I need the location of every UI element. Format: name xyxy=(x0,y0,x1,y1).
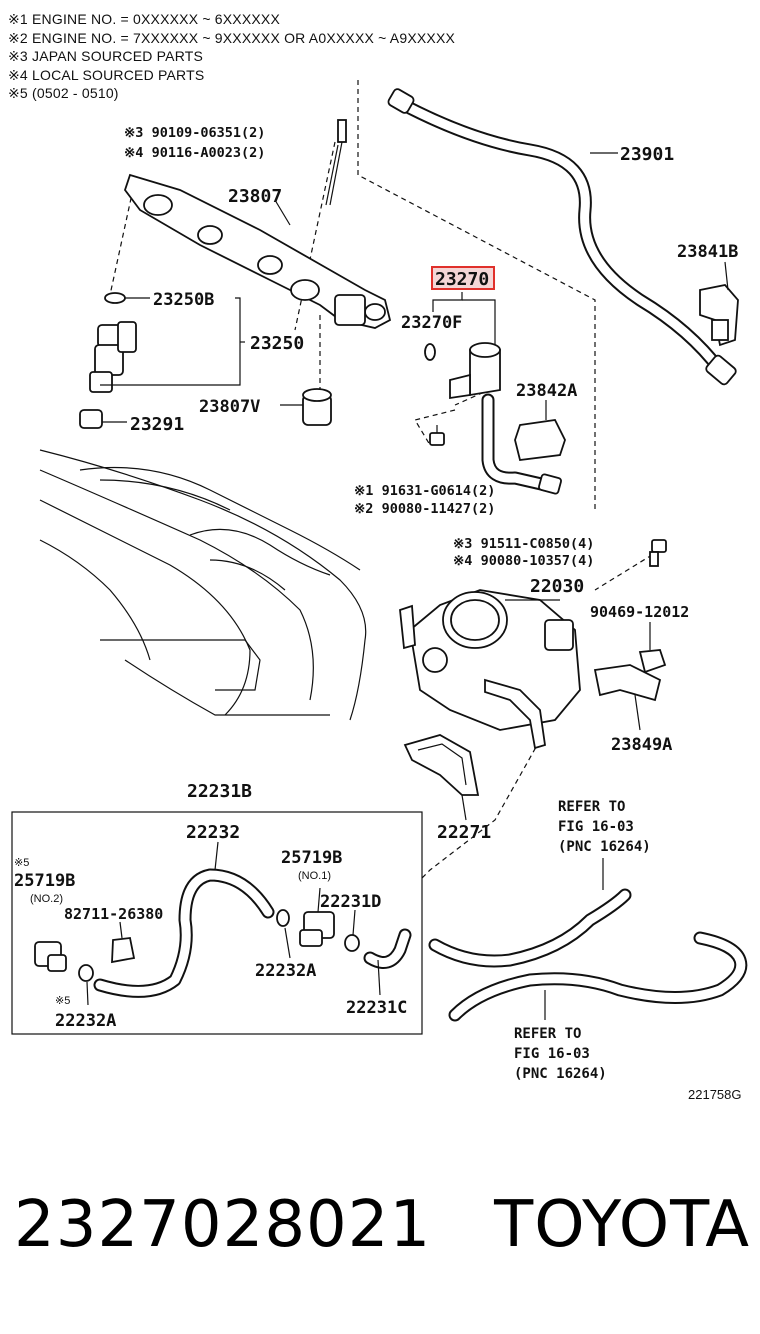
part-number: 2327028021 xyxy=(14,1188,432,1262)
exploded-view-drawing: 23901 23841B 23807 23250B 23250 23807V 2… xyxy=(11,80,748,1082)
label-90080-10357: ※4 90080-10357(4) xyxy=(453,553,594,569)
bolt-90109 xyxy=(325,119,347,206)
bracket-23849a xyxy=(593,664,662,702)
gasket-22271 xyxy=(403,734,480,796)
label-90469: 90469-12012 xyxy=(590,603,689,621)
vsv-25719b-no1 xyxy=(299,911,335,947)
label-22030: 22030 xyxy=(530,576,584,597)
o-ring-23270f xyxy=(424,343,436,361)
clip-82711 xyxy=(111,937,136,964)
engine-block-outline xyxy=(39,449,367,721)
note-2: ※2 ENGINE NO. = 7XXXXXX ~ 9XXXXXX OR A0X… xyxy=(8,29,456,46)
label-22232a-mid: 22232A xyxy=(255,961,316,981)
throttle-body-22030 xyxy=(399,589,581,750)
label-23901: 23901 xyxy=(620,144,674,165)
clip-90469 xyxy=(638,649,667,674)
label-91631: ※1 91631-G0614(2) xyxy=(354,483,495,499)
label-90080-11427: ※2 90080-11427(2) xyxy=(354,501,495,517)
refer-bot-line1: REFER TO xyxy=(514,1026,581,1042)
note-1: ※1 ENGINE NO. = 0XXXXXX ~ 6XXXXXX xyxy=(8,11,280,27)
clamp-23841b xyxy=(699,284,739,347)
fuel-hose-23901 xyxy=(387,88,737,386)
refer-top-line1: REFER TO xyxy=(558,799,625,815)
note-5: ※5 (0502 - 0510) xyxy=(8,85,119,101)
label-23270: 23270 xyxy=(435,269,489,290)
clamp-23842a xyxy=(514,419,566,461)
dashed-boundary xyxy=(357,80,596,510)
bolt-91511 xyxy=(649,539,667,567)
fuel-rail-23807 xyxy=(123,173,392,329)
ref-hoses-16-03 xyxy=(428,888,748,1022)
note-3: ※3 JAPAN SOURCED PARTS xyxy=(8,48,204,64)
refer-bot-line2: FIG 16-03 xyxy=(514,1046,590,1062)
clamp-22231d xyxy=(344,934,360,952)
insulator-23291 xyxy=(79,409,103,429)
label-23849a: 23849A xyxy=(611,735,672,755)
pressure-regulator-23270 xyxy=(449,342,562,495)
label-23291: 23291 xyxy=(130,414,184,435)
leader-lines xyxy=(86,152,729,1020)
label-23250: 23250 xyxy=(250,333,304,354)
spacer-23807v xyxy=(302,388,332,426)
label-22231d: 22231D xyxy=(320,892,381,912)
label-23270f: 23270F xyxy=(401,313,462,333)
label-no1: (NO.1) xyxy=(298,870,331,882)
label-25719b-left: 25719B xyxy=(14,871,75,891)
injector-23250 xyxy=(89,321,137,393)
label-23250b: 23250B xyxy=(153,290,214,310)
engine-notes: ※1 ENGINE NO. = 0XXXXXX ~ 6XXXXXX ※2 ENG… xyxy=(8,10,455,103)
label-25719b-top: 25719B xyxy=(281,848,342,868)
label-82711: 82711-26380 xyxy=(64,905,163,923)
label-23841b: 23841B xyxy=(677,242,738,262)
label-22231b: 22231B xyxy=(187,781,252,802)
note-4: ※4 LOCAL SOURCED PARTS xyxy=(8,66,205,83)
label-22231c: 22231C xyxy=(346,998,407,1018)
refer-top-line2: FIG 16-03 xyxy=(558,819,634,835)
clamp-22232a-mid xyxy=(276,909,290,927)
footer-caption: 2327028021 TOYOTA xyxy=(14,1188,750,1262)
label-star5-bot: ※5 xyxy=(55,995,70,1007)
label-90116: ※4 90116-A0023(2) xyxy=(124,145,265,161)
highlight-box-23270 xyxy=(431,266,495,290)
label-90109: ※3 90109-06351(2) xyxy=(124,125,265,141)
diagram-code: 221758G xyxy=(688,1087,742,1102)
vacuum-hose-22232 xyxy=(93,868,275,998)
label-23807: 23807 xyxy=(228,186,282,207)
refer-bot-line3: (PNC 16264) xyxy=(514,1066,607,1082)
label-91511: ※3 91511-C0850(4) xyxy=(453,536,594,552)
hose-22231c xyxy=(363,928,412,969)
bolt-91631 xyxy=(429,425,445,446)
o-ring-23250b xyxy=(104,292,126,304)
label-star5-top: ※5 xyxy=(14,857,29,869)
brand-name: TOYOTA xyxy=(494,1188,750,1262)
clamp-22232a-bot xyxy=(78,964,94,982)
label-22232: 22232 xyxy=(186,822,240,843)
label-23807v: 23807V xyxy=(199,397,260,417)
label-23842a: 23842A xyxy=(516,381,577,401)
label-22232a-bot: 22232A xyxy=(55,1011,116,1031)
label-no2: (NO.2) xyxy=(30,893,63,905)
label-22271: 22271 xyxy=(437,822,491,843)
hose-subassembly-box xyxy=(11,811,423,1035)
refer-top-line3: (PNC 16264) xyxy=(558,839,651,855)
vsv-25719b-no2 xyxy=(34,941,67,972)
